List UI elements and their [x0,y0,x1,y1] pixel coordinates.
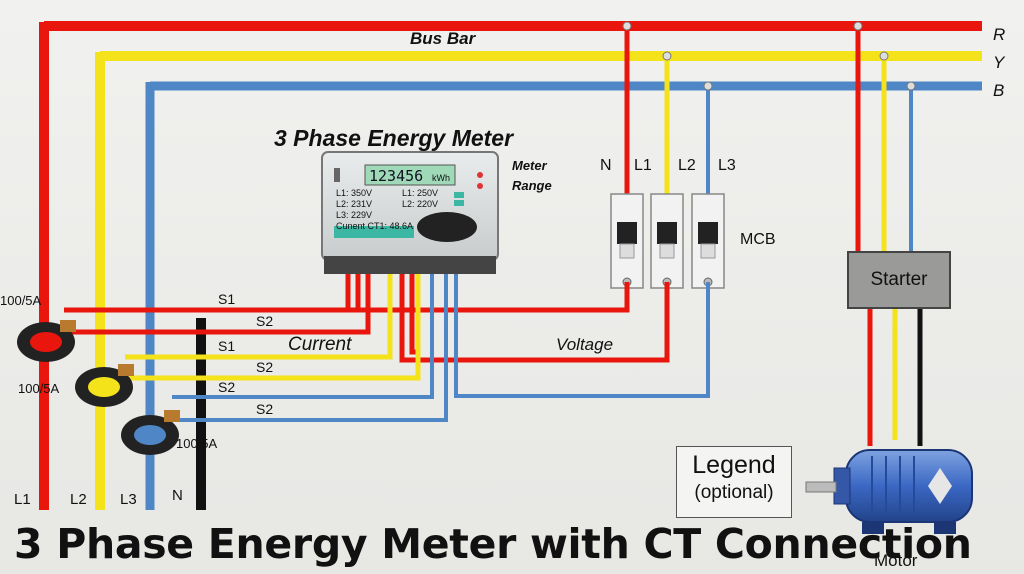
tap-point [703,81,713,91]
labels: Bus Bar R Y B 3 Phase Energy Meter Meter… [0,25,1006,570]
status-led-icon [477,172,483,178]
meter-l2-voltage: L2: 231V [336,199,372,209]
phase-label-b: B [993,81,1004,100]
meter-l1-voltage: L1: 350V [336,188,372,198]
mcb-unit[interactable] [691,193,725,289]
meter-l3-voltage: L3: 229V [336,210,372,220]
ct-ratio-1: 100/5A [0,293,42,308]
bus-bar-group [44,21,982,91]
ct-s-label: S2 [256,313,273,329]
motor-icon [805,449,973,534]
starter-feed-wires [853,21,923,446]
ct-ratio-3: 100/5A [176,436,218,451]
tap-point [906,81,916,91]
mcb-unit[interactable] [650,193,684,289]
mcb-terminal-n: N [600,157,612,174]
motor-label: Motor [874,551,918,570]
current-transformer-icon [75,364,134,407]
meter-display-unit: kWh [432,173,450,183]
meter-indicator-icon [334,168,340,182]
meter-display-value: 123456 [369,167,423,185]
mcb-group [610,193,725,289]
energy-meter [321,151,499,274]
meter-title: 3 Phase Energy Meter [274,125,514,151]
mcb-terminal-l2: L2 [678,157,696,174]
supply-label-l2: L2 [70,491,87,508]
ct-s-label: S2 [218,379,235,395]
tap-point [622,21,632,31]
current-transformer-icon [17,320,76,362]
mcb-feed-wires [622,21,713,196]
page-title: 3 Phase Energy Meter with CT Connection [14,520,972,568]
voltage-wires [345,274,710,398]
current-wires [64,274,448,422]
phase-label-r: R [993,25,1005,44]
meter-range-label-2: Range [512,178,552,193]
tap-point [662,51,672,61]
meter-button-icon [454,200,464,206]
voltage-label: Voltage [556,335,613,354]
mcb-label: MCB [740,231,776,248]
supply-label-n: N [172,487,183,504]
meter-strip [334,226,414,238]
ct-group [17,320,180,455]
phase-label-y: Y [993,53,1006,72]
meter-current-reading: Cunent CT1: 48.6A [336,221,413,231]
tap-point [879,51,889,61]
starter-box[interactable]: Starter [847,251,951,309]
legend-box: Legend (optional) [676,446,792,518]
legend-title: Legend [692,451,776,479]
mcb-terminal-l3: L3 [718,157,736,174]
current-label: Current [288,334,352,355]
tap-point [853,21,863,31]
meter-display [364,164,456,186]
meter-l1-voltage-right: L1: 250V [402,188,438,198]
ct-s-label: S1 [218,338,235,354]
meter-range-label-1: Meter [512,158,548,173]
ct-s-label: S2 [256,401,273,417]
status-led-icon [477,183,483,189]
current-transformer-icon [121,410,180,455]
ct-s-label: S2 [256,359,273,375]
supply-label-l1: L1 [14,491,31,508]
mcb-terminal-l1: L1 [634,157,652,174]
bus-bar-label: Bus Bar [410,29,477,48]
meter-button-icon [454,192,464,198]
supply-label-l3: L3 [120,491,137,508]
mcb-unit[interactable] [610,193,644,289]
starter-label: Starter [870,269,928,290]
ct-s-label: S1 [218,291,235,307]
meter-terminal-block [324,256,496,274]
meter-knob [417,212,477,242]
legend-subtitle: (optional) [694,482,774,503]
ct-ratio-2: 100/5A [18,381,60,396]
meter-l2-voltage-right: L2: 220V [402,199,438,209]
